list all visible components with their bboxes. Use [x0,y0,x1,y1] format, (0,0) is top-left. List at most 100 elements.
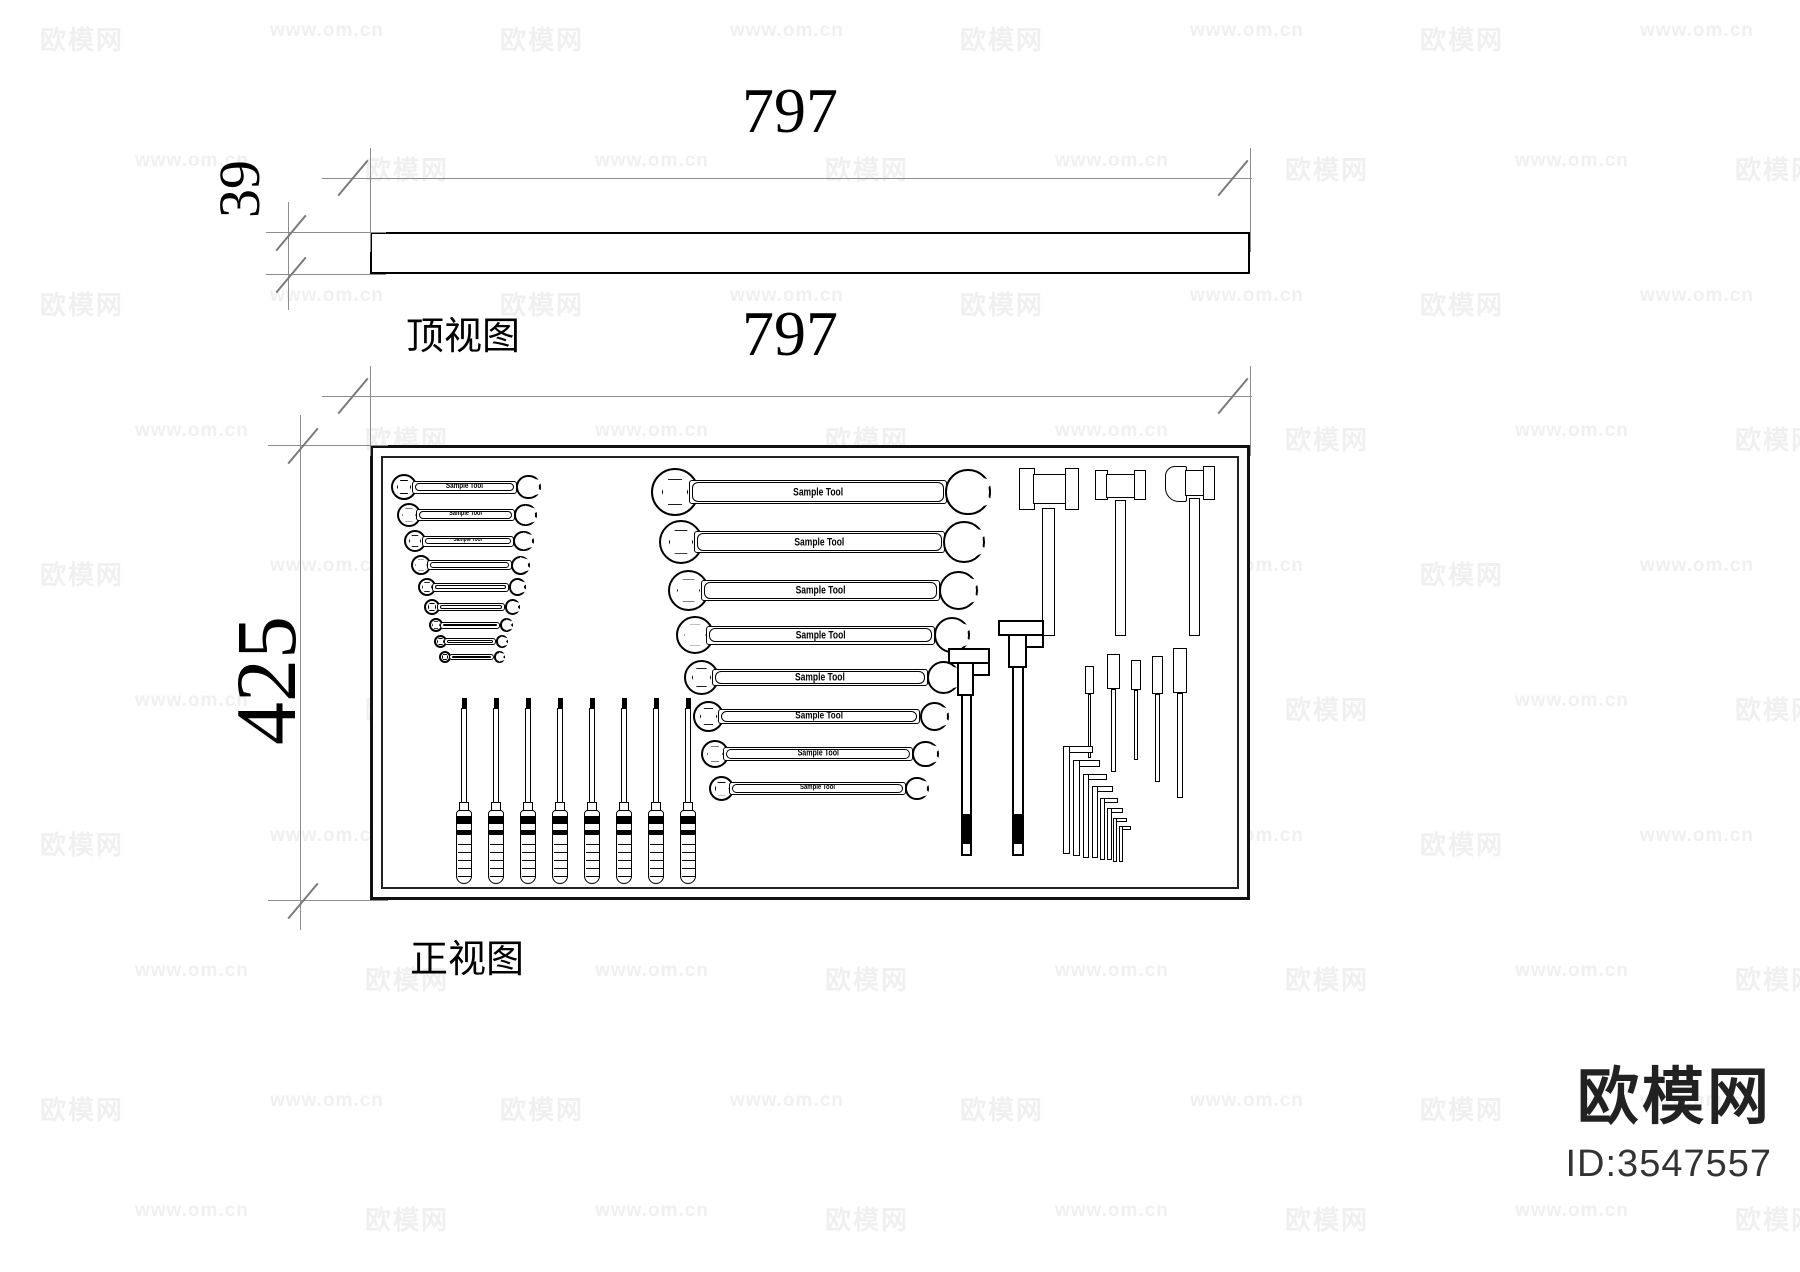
screwdriver-grip-band [617,830,631,835]
wrench-hex-opening [415,559,427,571]
wrench-shaft-relief: Sample Tool [732,784,903,793]
screwdriver-grip-ridge [681,844,695,845]
watermark-cn: 欧模网 [825,155,910,185]
wrench-hex-opening [432,621,440,629]
hammer-claw [1165,466,1187,502]
screwdriver-grip-ridge [649,844,663,845]
wrench-jaw-gap [498,652,506,662]
combination-wrench [429,618,515,632]
watermark-cn: 欧模网 [1735,425,1800,455]
punch-shaft [1133,690,1139,760]
watermark-cn: 欧模网 [825,965,910,995]
punch-handle [1152,656,1163,694]
wrench-hex-opening [699,708,718,725]
screwdriver-grip-ridge [553,876,567,877]
punch-shaft [1155,693,1160,782]
hex-key [1100,798,1123,860]
adjustable-wrench-grip [961,814,971,844]
screwdriver-tip [653,698,659,709]
wrench-shaft-relief: Sample Tool [720,710,918,723]
dimension-tick [275,214,307,252]
screwdriver-grip-ridge [521,868,535,869]
screwdriver-grip-ridge [457,868,471,869]
wrench-hex-opening [421,582,433,592]
screwdriver-blade [653,708,659,806]
screwdriver-grip-band [553,830,567,835]
screwdriver-tip [493,698,499,709]
screwdriver-grip-band [521,830,535,835]
watermark-url: www.om.cn [1515,420,1629,441]
screwdriver [581,698,603,888]
watermark-cn: 欧模网 [1420,290,1505,320]
wrench-jaw-gap [950,619,973,651]
watermark-cn: 欧模网 [40,1095,125,1125]
screwdriver-grip-ridge [681,860,695,861]
screwdriver-grip-ridge [457,844,471,845]
wrench-brand-label: Sample Tool [449,511,483,518]
wrench-shaft-relief [439,605,503,609]
screwdriver-grip-band [681,830,695,835]
hammer-handle [1042,508,1055,636]
wrench-brand-label: Sample Tool [795,628,846,641]
punch-chisel [1173,648,1187,798]
hex-key-long-arm [1073,760,1080,856]
screwdriver-grip-ridge [521,860,535,861]
wrench-hex-opening [714,781,729,796]
extension-line-top-left [370,148,371,252]
combination-wrench: Sample Tool [404,530,536,552]
screwdriver-grip-ridge [553,860,567,861]
screwdriver-grip-ridge [457,852,471,853]
hammer-head-face [1065,468,1079,510]
screwdriver-grip-ridge [617,868,631,869]
screwdriver-grip-band [585,830,599,835]
watermark-url: www.om.cn [1055,150,1169,171]
screwdriver-grip-ridge [553,844,567,845]
wrench-brand-label: Sample Tool [797,749,839,759]
watermark-cn: 欧模网 [40,560,125,590]
hex-key-long-arm [1100,798,1105,860]
combination-wrench: Sample Tool [684,660,963,695]
hex-key [1119,826,1135,862]
wrench-hex-opening [677,579,700,602]
wrench-hex-opening [707,746,723,762]
punch-handle [1131,660,1141,690]
wrench-shaft-relief [430,562,509,568]
wrench-shaft-relief: Sample Tool [709,627,933,643]
screwdriver-blade [589,708,595,806]
hammer-head-body [1033,474,1067,504]
hex-key [1083,774,1113,858]
watermark-url: www.om.cn [730,20,844,41]
wrench-shaft-relief [443,623,498,627]
hammer-handle [1189,498,1200,636]
screwdriver-grip-band [457,816,471,824]
wrench-shaft-relief: Sample Tool [715,670,925,685]
screwdriver-blade [557,708,563,806]
hex-key-long-arm [1119,826,1123,862]
watermark-cn: 欧模网 [365,1205,450,1235]
extension-line-depth-top [266,232,386,233]
hammer-head-body [1106,474,1136,498]
punch-chisel [1107,654,1120,772]
screwdriver-grip-ridge [489,852,503,853]
adjustable-wrench-worm-housing [1008,634,1027,668]
watermark-url: www.om.cn [1190,285,1304,306]
hex-key-long-arm [1107,808,1112,860]
front-view-inner-border [381,456,1239,889]
screwdriver-tip [525,698,531,709]
dimension-tick [275,256,307,294]
dimension-line-depth [288,202,289,310]
wrench-brand-label: Sample Tool [794,670,845,684]
screwdriver-grip-band [521,816,535,824]
combination-wrench: Sample Tool [701,740,942,768]
screwdriver-handle [648,810,664,884]
hex-key [1113,818,1131,862]
watermark-cn: 欧模网 [1285,1205,1370,1235]
adjustable-wrench-grip [1012,814,1023,844]
watermark-cn: 欧模网 [365,155,450,185]
watermark-url: www.om.cn [1640,20,1754,41]
wrench-jaw-gap [511,600,522,614]
wrench-hex-opening [402,508,416,522]
screwdriver [517,698,539,888]
wrench-brand-label: Sample Tool [795,583,846,597]
wrench-jaw-gap [519,557,532,573]
